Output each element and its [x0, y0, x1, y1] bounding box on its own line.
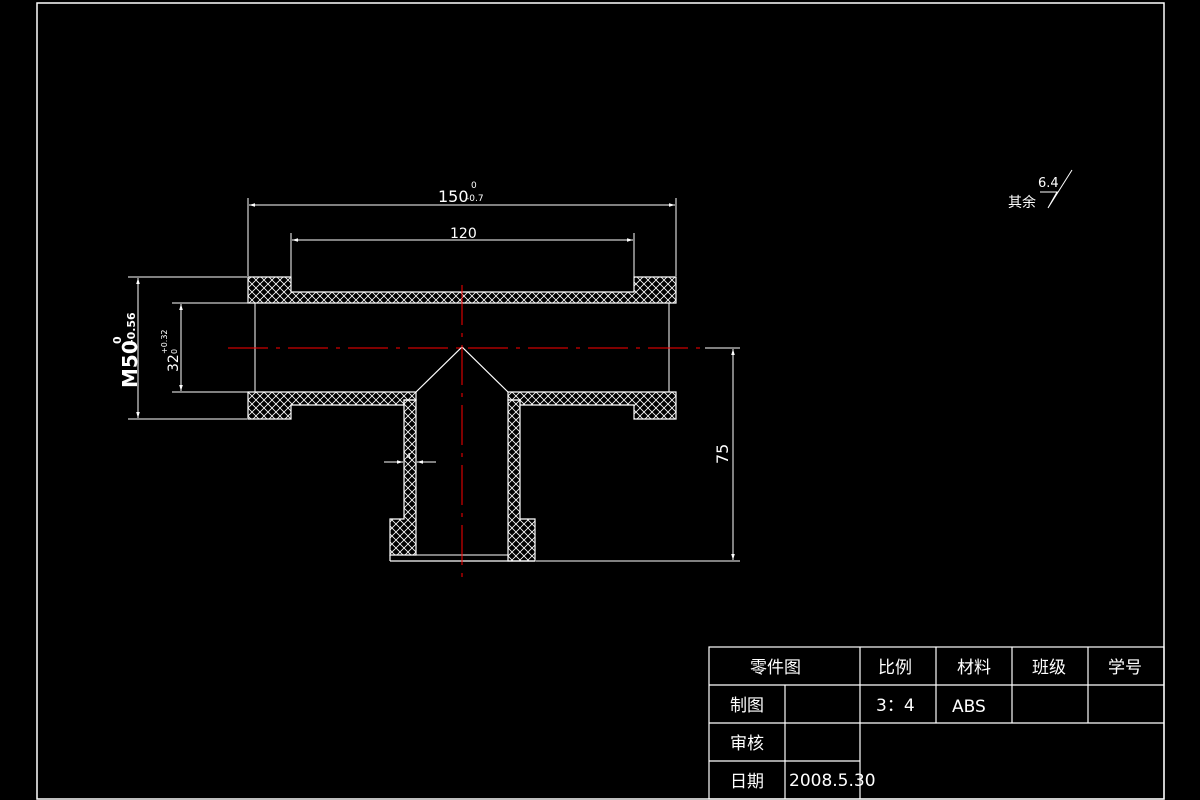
- title-block-title: 零件图: [750, 658, 801, 678]
- title-block-scale-value: 3：4: [876, 696, 915, 716]
- dim-bore-upper-tol: +0.32: [160, 329, 169, 354]
- dim-thread-lower-tol: -0.56: [125, 312, 138, 344]
- dim-wall-thickness: 4: [406, 452, 411, 461]
- hatched-wall-branch-left: [389, 399, 417, 556]
- dim-thread: M50: [118, 340, 142, 388]
- dim-overall-upper-tol: 0: [471, 181, 477, 191]
- surface-finish-symbol: 其余 6.4: [1008, 169, 1073, 211]
- title-block-class-label: 班级: [1032, 658, 1066, 678]
- dim-branch-height: 75: [713, 444, 732, 464]
- dim-overall-lower-tol: -0.7: [466, 194, 484, 204]
- title-block-checked-by-label: 审核: [730, 734, 764, 754]
- surface-finish-label: 其余: [1008, 194, 1036, 211]
- dim-inner-span: 120: [450, 226, 477, 242]
- dim-thread-upper-tol: 0: [111, 336, 124, 344]
- dim-overall-length: 150: [438, 187, 469, 206]
- surface-roughness-value: 6.4: [1038, 176, 1059, 191]
- title-block-drawn-by-label: 制图: [730, 696, 764, 716]
- title-block: [708, 646, 1165, 800]
- title-block-material-value: ABS: [952, 697, 986, 717]
- title-block-student-id-label: 学号: [1108, 658, 1142, 678]
- hatched-wall-bottom-left: [247, 391, 417, 420]
- title-block-material-label: 材料: [957, 658, 991, 678]
- drawing-frame: [36, 2, 1165, 800]
- title-block-date-label: 日期: [730, 772, 764, 792]
- title-block-scale-label: 比例: [878, 658, 912, 678]
- hatched-wall-branch-right: [507, 399, 536, 562]
- hatched-wall-bottom-right: [507, 391, 677, 420]
- dim-bore: 32: [166, 354, 182, 372]
- title-block-date-value: 2008.5.30: [789, 771, 876, 791]
- dim-bore-lower-tol: 0: [170, 349, 179, 354]
